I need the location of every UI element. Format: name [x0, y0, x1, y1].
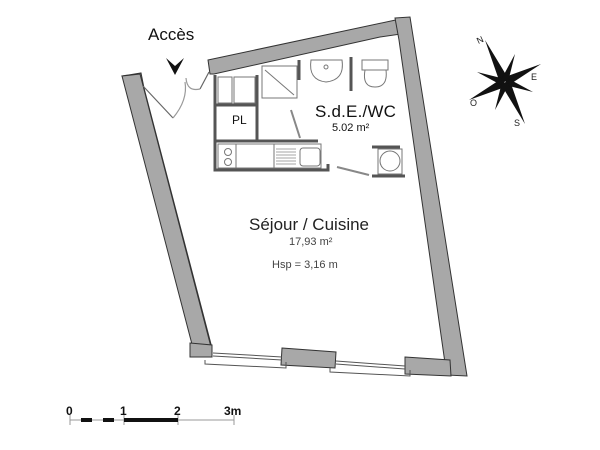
room-name-bathroom: S.d.E./WC [315, 102, 397, 121]
bottom-pier [280, 347, 337, 369]
toilet-icon [361, 59, 389, 88]
closet-label: PL [232, 113, 247, 127]
compass-rose-icon [469, 40, 541, 124]
room-area-living: 17,93 m² [289, 236, 333, 248]
scale-tick-0: 0 [66, 404, 73, 418]
left-wall-main [121, 73, 213, 358]
bathroom-door-lower [336, 166, 370, 176]
windows [204, 352, 411, 377]
washbasin-icon [310, 59, 343, 83]
bottom-wall-right [404, 356, 452, 377]
shower-icon [261, 65, 298, 99]
drainboard [276, 148, 296, 165]
scale-tick-3: 3m [224, 404, 242, 418]
scale-tick-1: 1 [120, 404, 127, 418]
scale-bar [69, 415, 235, 425]
ceiling-height: Hsp = 3,16 m [272, 259, 338, 271]
hob-burner-icon [224, 148, 232, 156]
walls [121, 16, 468, 377]
top-wall [207, 17, 409, 75]
sink-icon [299, 147, 321, 167]
washing-machine-icon [377, 148, 403, 175]
compass-south: S [514, 118, 521, 128]
bathroom-door [290, 109, 301, 139]
room-area-bathroom: 5.02 m² [332, 122, 370, 134]
right-wall [394, 16, 468, 377]
kitchen-counter [217, 143, 322, 169]
room-name-living: Séjour / Cuisine [249, 215, 370, 234]
bottom-wall-left [189, 342, 213, 358]
hob-burner-icon [224, 158, 232, 166]
entrance-label: Accès [148, 25, 195, 44]
closet-shelves [217, 76, 256, 104]
partitions [213, 57, 405, 178]
scale-tick-2: 2 [174, 404, 181, 418]
entrance-arrow-icon [166, 58, 184, 75]
compass-west: O [470, 98, 478, 108]
entrance-door [142, 71, 210, 119]
compass-east: E [531, 72, 538, 82]
